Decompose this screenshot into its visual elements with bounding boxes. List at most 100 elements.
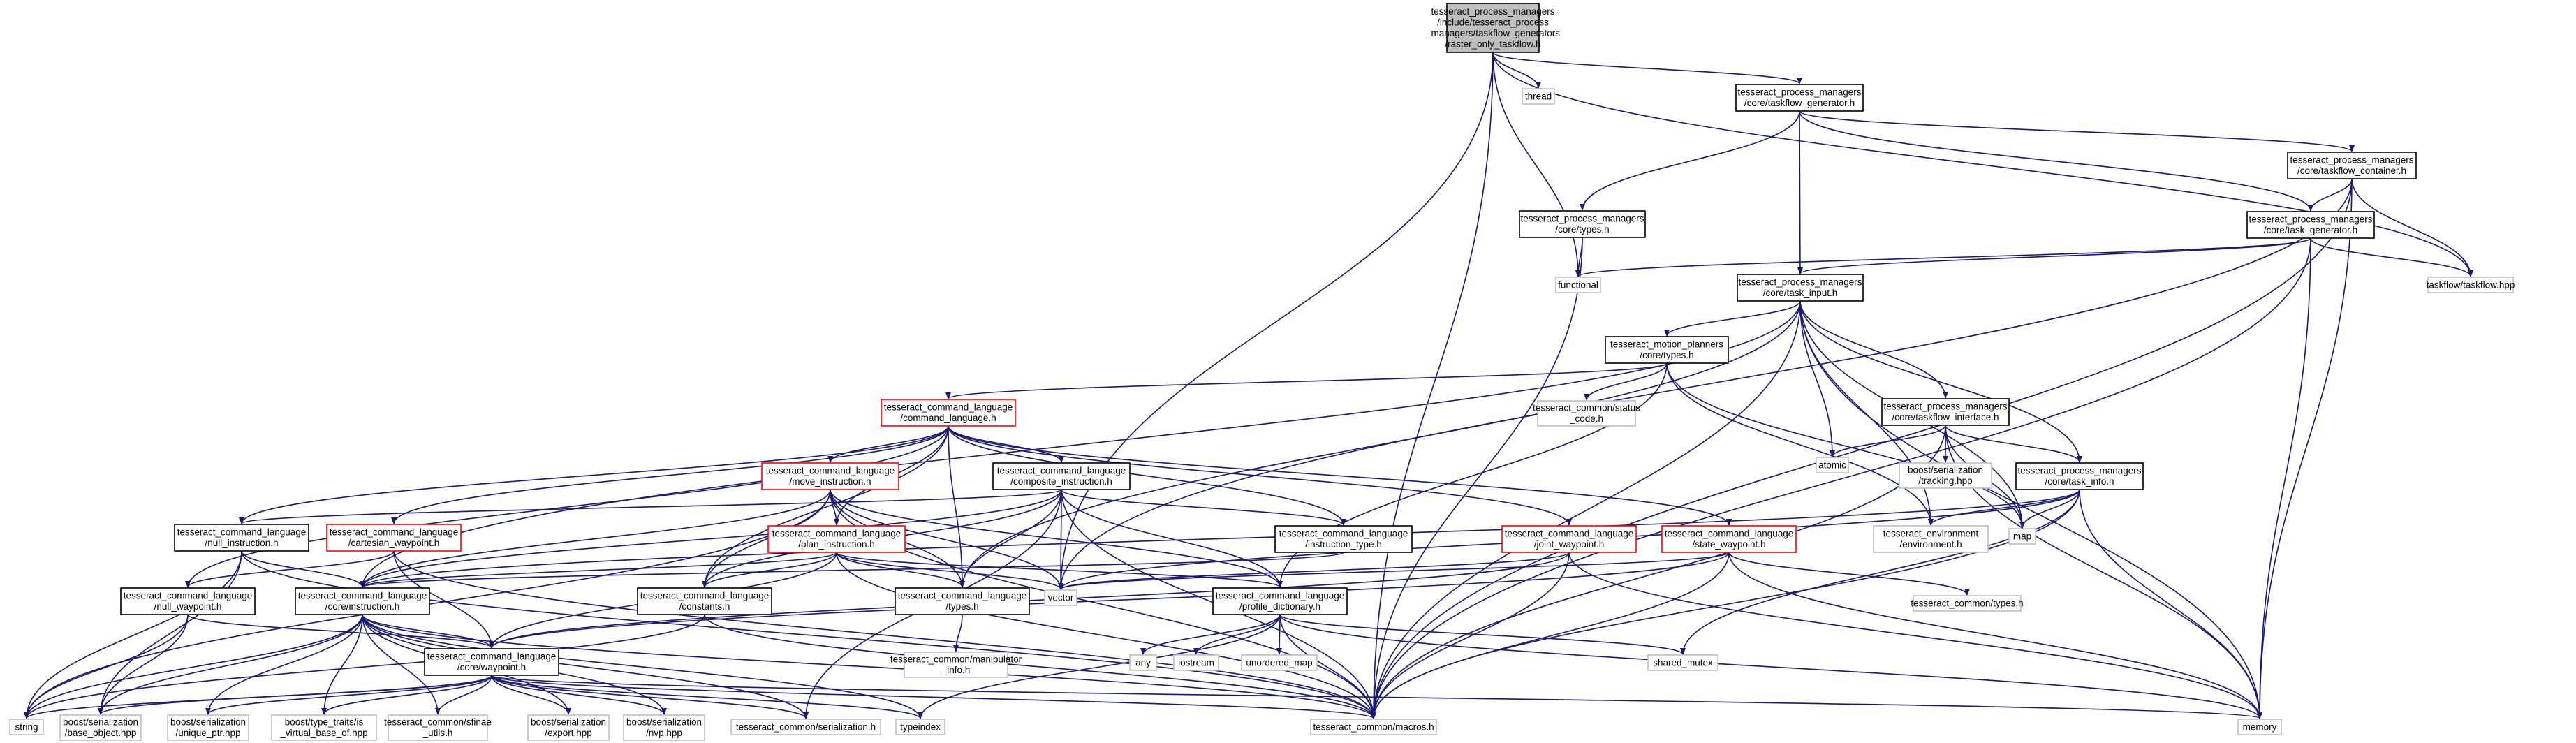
edge-tf_container-to-taskflow <box>2351 178 2473 277</box>
node-cl_types[interactable]: tesseract_command_language/types.h <box>895 587 1030 615</box>
edge-state_wp-to-core_wp <box>489 552 1730 649</box>
node-shared_mutex: shared_mutex <box>1647 654 1718 671</box>
node-profile_dict[interactable]: tesseract_command_language/profile_dicti… <box>1212 587 1348 615</box>
edge-null_instr-to-macros <box>241 550 1376 719</box>
edge-move_instr-to-profile_dict <box>830 489 1283 588</box>
node-task_gen-box <box>2246 211 2375 239</box>
edge-task_input-to-macros <box>1371 300 1801 719</box>
node-unordered_map: unordered_map <box>1241 654 1318 671</box>
node-vector-label-line: vector <box>1048 592 1074 603</box>
node-taskflow-label-line: taskflow/taskflow.hpp <box>2427 279 2515 290</box>
node-base_object-box <box>59 714 142 741</box>
node-tf_gen-box <box>1735 84 1864 112</box>
edge-composite-to-cl_types <box>959 489 1062 588</box>
node-shared_mutex-label-line: shared_mutex <box>1653 657 1713 668</box>
node-cmd_lang[interactable]: tesseract_command_language/command_langu… <box>881 399 1016 427</box>
node-task_gen-label-line: /core/task_generator.h <box>2264 225 2357 235</box>
node-pm_types[interactable]: tesseract_process_managers/core/types.h <box>1519 210 1646 238</box>
edge-tf_gen-to-task_input <box>1797 110 1803 274</box>
node-task_input[interactable]: tesseract_process_managers/core/task_inp… <box>1737 274 1864 302</box>
edge-cmd_lang-to-joint_wp <box>948 425 1572 526</box>
node-tf_container[interactable]: tesseract_process_managers/core/taskflow… <box>2287 152 2417 179</box>
node-cart_wp[interactable]: tesseract_command_language/cartesian_way… <box>326 524 462 552</box>
edge-tf_gen-to-tf_container <box>1799 110 2355 152</box>
node-cl_types-box <box>895 587 1030 615</box>
node-core_instr[interactable]: tesseract_command_language/core/instruct… <box>295 587 430 615</box>
node-null_wp[interactable]: tesseract_command_language/null_waypoint… <box>120 587 256 615</box>
node-root[interactable]: tesseract_process_managers/include/tesse… <box>1425 3 1560 53</box>
node-base_object: boost/serialization/base_object.hpp <box>59 714 142 741</box>
node-task_info-box <box>2015 462 2144 490</box>
node-memory: memory <box>2237 719 2282 735</box>
node-export-label-line: /export.hpp <box>545 728 592 738</box>
edge-composite-to-core_instr <box>360 489 1062 588</box>
edge-core_instr-to-base_object <box>98 614 363 715</box>
node-tracking: boost/serialization/tracking.hpp <box>1899 462 1992 489</box>
edge-joint_wp-to-macros <box>1371 552 1570 719</box>
node-tf_interface-label-line: /core/taskflow_interface.h <box>1892 412 1999 422</box>
edge-move_instr-to-vector <box>830 489 1063 590</box>
edge-task_input-to-memory <box>1799 300 2262 719</box>
edge-state_wp-to-tc_types <box>1728 552 1970 596</box>
node-joint_wp[interactable]: tesseract_command_language/joint_waypoin… <box>1501 525 1637 553</box>
node-mp_types-label-line: tesseract_motion_planners <box>1610 339 1723 350</box>
node-joint_wp-label-line: /joint_waypoint.h <box>1534 539 1605 550</box>
node-root-box <box>1446 3 1540 53</box>
node-instr_type[interactable]: tesseract_command_language/instruction_t… <box>1274 525 1413 553</box>
node-constants[interactable]: tesseract_command_language/constants.h <box>637 587 772 615</box>
node-core_wp[interactable]: tesseract_command_language/core/waypoint… <box>424 648 559 676</box>
node-state_wp[interactable]: tesseract_command_language/state_waypoin… <box>1661 525 1797 553</box>
node-root-label-line: /include/tesseract_process <box>1437 17 1549 28</box>
node-move_instr[interactable]: tesseract_command_language/move_instruct… <box>761 462 899 490</box>
edge-profile_dict-to-macros <box>1279 614 1376 719</box>
node-task_gen[interactable]: tesseract_process_managers/core/task_gen… <box>2246 211 2375 239</box>
node-move_instr-label-line: tesseract_command_language <box>766 466 895 476</box>
node-null_instr-label-line: /null_instruction.h <box>205 538 278 548</box>
node-serialization-label-line: tesseract_common/serialization.h <box>736 721 876 732</box>
node-string: string <box>9 719 44 735</box>
node-serialization-box <box>730 719 881 735</box>
node-nvp-label-line: boost/serialization <box>626 717 702 728</box>
node-tf_interface[interactable]: tesseract_process_managers/core/taskflow… <box>1881 398 2010 426</box>
edge-tf_container-to-task_gen <box>2308 178 2353 212</box>
node-string-box <box>9 719 44 735</box>
node-null_instr[interactable]: tesseract_command_language/null_instruct… <box>174 524 309 552</box>
node-cl_types-label-line: tesseract_command_language <box>898 591 1027 601</box>
node-plan_instr-box <box>767 525 906 553</box>
edge-tf_container-to-macros <box>1371 178 2353 719</box>
node-tf_container-box <box>2287 152 2417 179</box>
node-functional: functional <box>1555 277 1601 293</box>
node-mp_types-label-line: /core/types.h <box>1640 350 1693 360</box>
edges-layer <box>24 52 2473 719</box>
node-task_input-box <box>1737 274 1864 302</box>
node-instr_type-box <box>1274 525 1413 553</box>
node-core_wp-label-line: tesseract_command_language <box>427 652 557 662</box>
edge-core_instr-to-core_wp <box>362 614 494 649</box>
node-taskflow: taskflow/taskflow.hpp <box>2427 277 2515 293</box>
node-map-label-line: map <box>2013 531 2031 541</box>
node-shared_mutex-box <box>1647 654 1718 671</box>
edge-plan_instr-to-cl_types <box>836 552 965 588</box>
edge-composite-to-instr_type <box>1061 489 1346 526</box>
node-tf_gen[interactable]: tesseract_process_managers/core/taskflow… <box>1735 84 1864 112</box>
node-instr_type-label-line: /instruction_type.h <box>1305 539 1382 550</box>
node-task_input-label-line: /core/task_input.h <box>1763 288 1838 298</box>
node-tc_types-label-line: tesseract_common/types.h <box>1911 598 2023 608</box>
edge-constants-to-string <box>24 614 705 719</box>
node-mp_types[interactable]: tesseract_motion_planners/core/types.h <box>1605 336 1729 364</box>
node-pm_types-box <box>1519 210 1646 238</box>
node-move_instr-label-line: /move_instruction.h <box>789 476 871 487</box>
node-composite-label-line: /composite_instruction.h <box>1010 476 1112 487</box>
node-virtual_base-box <box>271 714 377 741</box>
node-typeindex-box <box>895 719 945 735</box>
node-plan_instr[interactable]: tesseract_command_language/plan_instruct… <box>767 525 906 553</box>
node-composite[interactable]: tesseract_command_language/composite_ins… <box>992 462 1131 490</box>
edge-core_wp-to-unique_ptr <box>205 675 492 715</box>
edge-root-to-tf_gen <box>1492 52 1802 84</box>
edge-cart_wp-to-core_wp <box>393 550 494 649</box>
edge-mp_types-to-status_code <box>1584 362 1668 401</box>
node-atomic-label-line: atomic <box>1818 459 1846 470</box>
node-task_info[interactable]: tesseract_process_managers/core/task_inf… <box>2015 462 2144 490</box>
node-core_wp-box <box>424 648 559 676</box>
node-tc_types-box <box>1913 595 2022 612</box>
